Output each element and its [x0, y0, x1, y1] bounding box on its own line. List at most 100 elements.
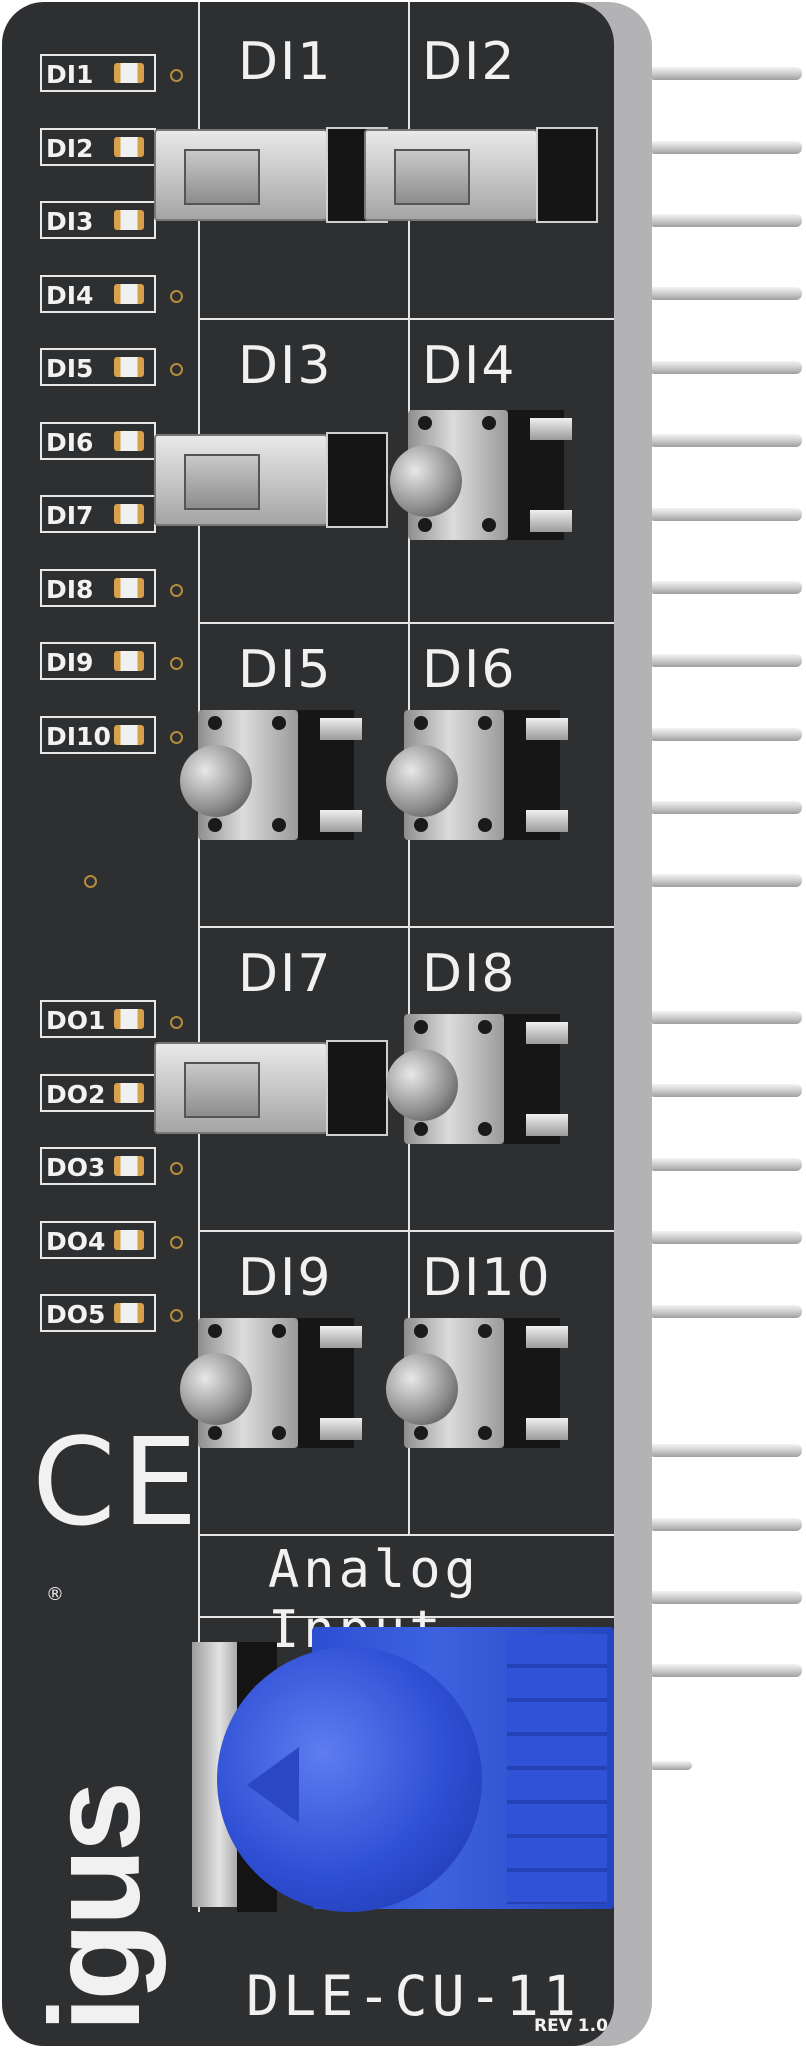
led-label: DO4: [46, 1227, 106, 1256]
led-chip: [114, 63, 144, 83]
arrow-left-icon: [247, 1747, 299, 1823]
button-hole: [272, 1426, 286, 1440]
led-label: DO2: [46, 1080, 106, 1109]
led-indicator: DO4: [40, 1221, 156, 1259]
via: [170, 1016, 183, 1029]
button-hole: [482, 416, 496, 430]
label-di2: DI2: [422, 32, 517, 92]
led-chip: [114, 1156, 144, 1176]
led-indicator: DI1: [40, 54, 156, 92]
button-hole: [208, 818, 222, 832]
button-leg: [320, 1418, 362, 1440]
led-indicator: DI10: [40, 716, 156, 754]
label-di4: DI4: [422, 336, 517, 396]
via: [170, 584, 183, 597]
led-label: DI6: [46, 428, 94, 457]
pin: [652, 214, 802, 227]
label-di3: DI3: [238, 336, 333, 396]
led-label: DO3: [46, 1153, 106, 1182]
slide-switch-di2[interactable]: [364, 119, 604, 227]
button-cap[interactable]: [180, 745, 252, 817]
button-leg: [320, 718, 362, 740]
push-button-di8[interactable]: [386, 1014, 576, 1144]
switch-knob[interactable]: [394, 149, 470, 205]
button-hole: [478, 1324, 492, 1338]
pin: [652, 141, 802, 154]
led-indicator: DO2: [40, 1074, 156, 1112]
pin-stub: [652, 1761, 692, 1770]
button-hole: [418, 416, 432, 430]
led-indicator: DI9: [40, 642, 156, 680]
push-button-di5[interactable]: [180, 710, 370, 840]
grid-line: [198, 926, 614, 928]
push-button-di6[interactable]: [386, 710, 576, 840]
button-hole: [414, 818, 428, 832]
led-chip: [114, 137, 144, 157]
switch-knob[interactable]: [184, 454, 260, 510]
led-label: DI2: [46, 134, 94, 163]
button-hole: [478, 1426, 492, 1440]
led-chip: [114, 651, 144, 671]
led-indicator: DO3: [40, 1147, 156, 1185]
registered-mark: ®: [46, 1584, 64, 1605]
button-hole: [272, 1324, 286, 1338]
button-cap[interactable]: [386, 1049, 458, 1121]
led-indicator: DI8: [40, 569, 156, 607]
button-hole: [478, 1020, 492, 1034]
pin: [652, 434, 802, 447]
pin: [652, 361, 802, 374]
pin: [652, 1305, 802, 1318]
label-di1: DI1: [238, 32, 333, 92]
via: [170, 1236, 183, 1249]
led-indicator: DI5: [40, 348, 156, 386]
led-indicator: DI7: [40, 495, 156, 533]
pin: [652, 508, 802, 521]
label-di6: DI6: [422, 640, 517, 700]
grid-line: [198, 2, 200, 1912]
button-cap[interactable]: [390, 445, 462, 517]
slide-switch-di7[interactable]: [154, 1032, 394, 1140]
led-label: DO5: [46, 1300, 106, 1329]
led-indicator: DI2: [40, 128, 156, 166]
led-chip: [114, 357, 144, 377]
led-indicator: DO1: [40, 1000, 156, 1038]
button-leg: [320, 1326, 362, 1348]
via: [170, 69, 183, 82]
led-label: DI8: [46, 575, 94, 604]
via: [170, 1162, 183, 1175]
via: [170, 657, 183, 670]
button-cap[interactable]: [180, 1353, 252, 1425]
pin: [652, 1231, 802, 1244]
label-di8: DI8: [422, 944, 517, 1004]
led-indicator: DI6: [40, 422, 156, 460]
led-chip: [114, 1303, 144, 1323]
led-label: DI9: [46, 648, 94, 677]
led-chip: [114, 725, 144, 745]
switch-knob[interactable]: [184, 1062, 260, 1118]
button-leg: [530, 418, 572, 440]
button-leg: [320, 810, 362, 832]
button-cap[interactable]: [386, 745, 458, 817]
button-cap[interactable]: [386, 1353, 458, 1425]
button-leg: [526, 1114, 568, 1136]
grid-line: [198, 1616, 614, 1618]
slide-switch-di1[interactable]: [154, 119, 394, 227]
led-chip: [114, 210, 144, 230]
pin: [652, 654, 802, 667]
push-button-di10[interactable]: [386, 1318, 576, 1448]
pin: [652, 801, 802, 814]
button-hole: [414, 1020, 428, 1034]
push-button-di4[interactable]: [390, 410, 580, 540]
push-button-di9[interactable]: [180, 1318, 370, 1448]
button-hole: [208, 716, 222, 730]
pin: [652, 1084, 802, 1097]
button-leg: [526, 1326, 568, 1348]
button-hole: [208, 1426, 222, 1440]
led-label: DI4: [46, 281, 94, 310]
switch-knob[interactable]: [184, 149, 260, 205]
pin: [652, 67, 802, 80]
slide-switch-di3[interactable]: [154, 424, 394, 532]
led-indicator: DO5: [40, 1294, 156, 1332]
led-chip: [114, 284, 144, 304]
led-chip: [114, 1230, 144, 1250]
